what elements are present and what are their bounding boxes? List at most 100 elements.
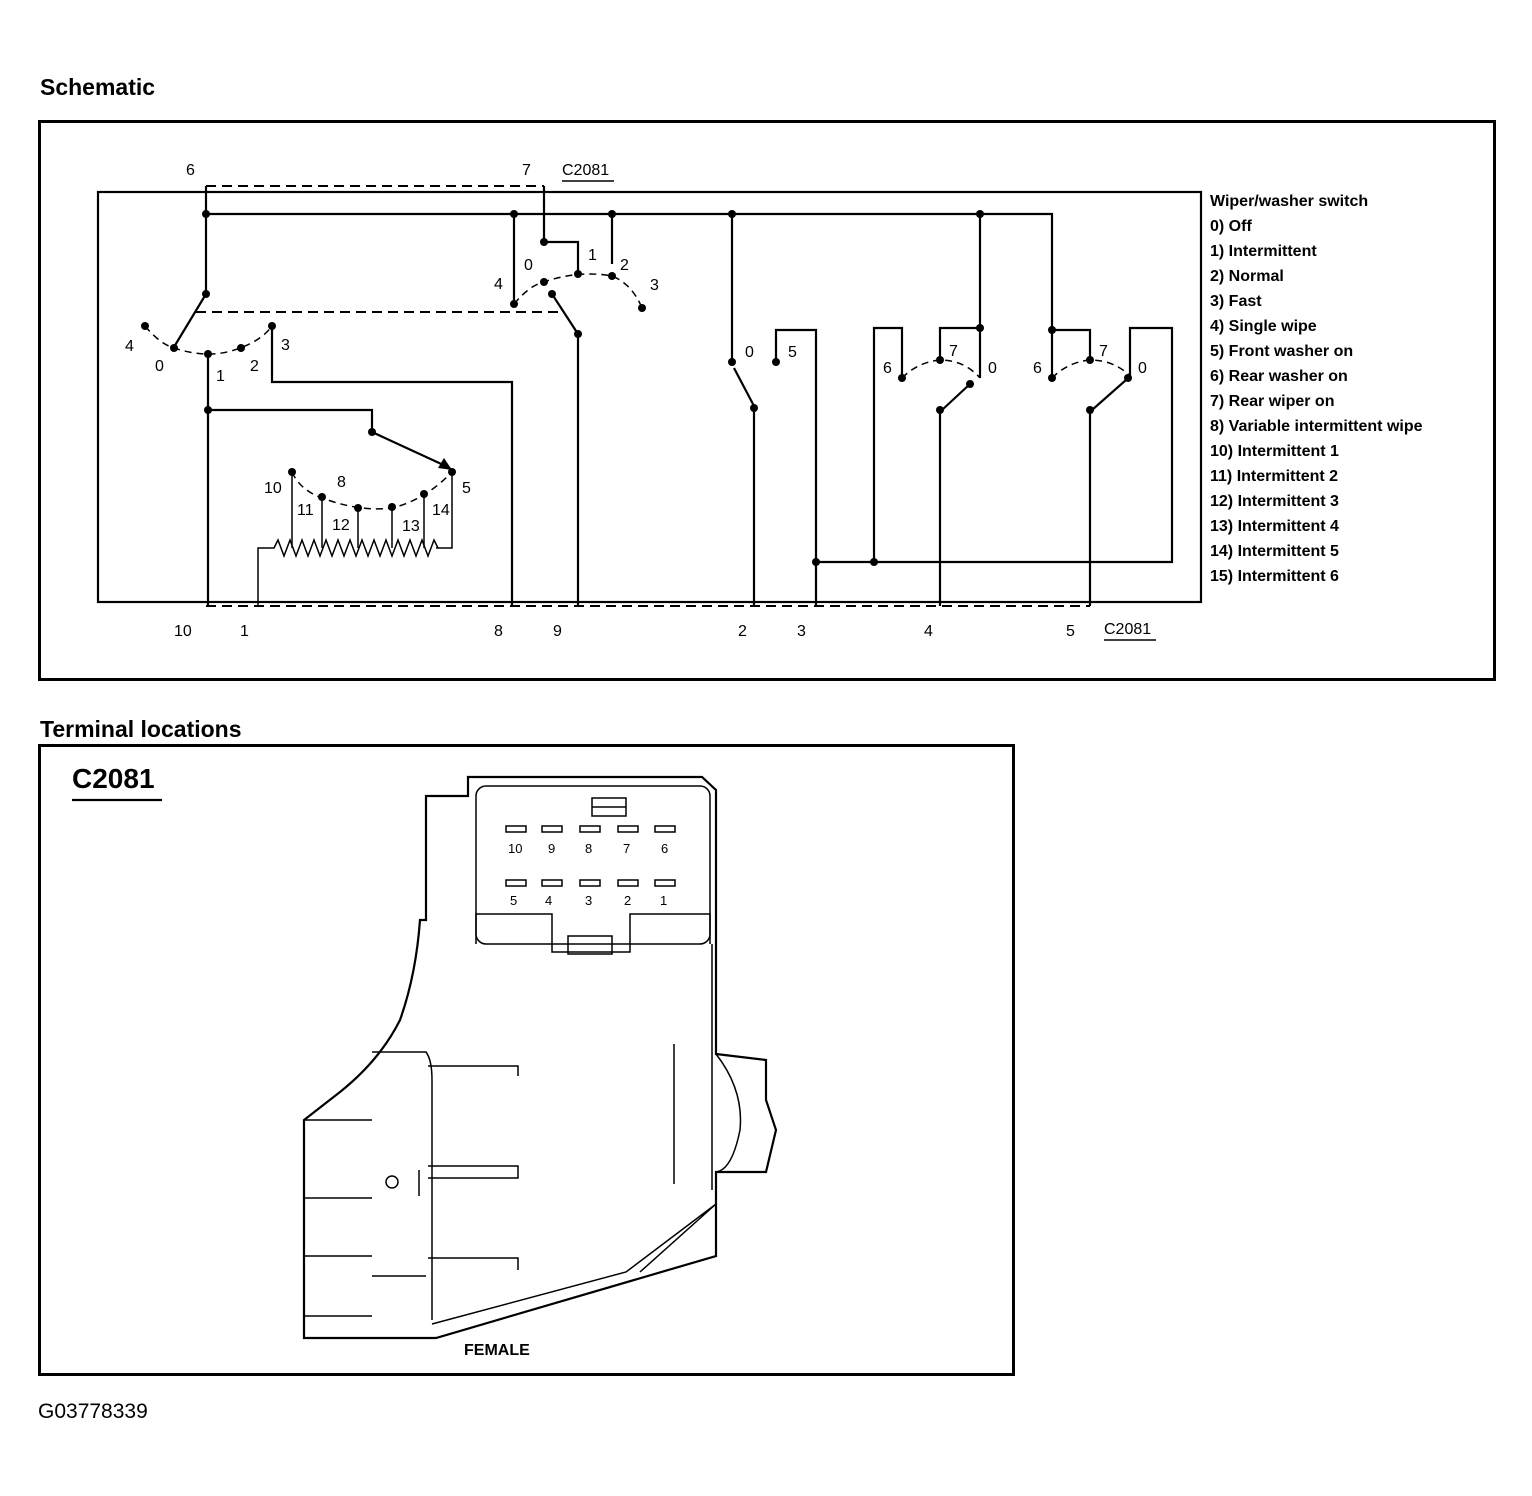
pin-slot xyxy=(579,825,601,833)
switch-body-outline xyxy=(96,190,1203,604)
legend-item: 10) Intermittent 1 xyxy=(1210,443,1339,460)
pin-number: 1 xyxy=(660,893,667,908)
rear-switch-b-link xyxy=(1052,328,1092,360)
legend-item: 7) Rear wiper on xyxy=(1210,393,1334,410)
legend: Wiper/washer switch 0) Off 1) Intermitte… xyxy=(1210,193,1423,585)
switch-position-label: 6 xyxy=(883,360,892,377)
pin-number: 6 xyxy=(661,841,668,856)
legend-item: 5) Front washer on xyxy=(1210,343,1353,360)
housing-detail xyxy=(431,1203,717,1325)
switch-position-label: 0 xyxy=(988,360,997,377)
tap xyxy=(436,472,453,549)
wiper-switch-blade xyxy=(173,293,207,348)
contact xyxy=(540,238,548,246)
legend-item: 2) Normal xyxy=(1210,268,1284,285)
pin-slot xyxy=(617,825,639,833)
connector-housing xyxy=(302,775,778,1340)
rear-common xyxy=(872,326,904,562)
contact xyxy=(237,344,245,352)
switch-position-label: 7 xyxy=(949,343,958,360)
contact xyxy=(728,358,736,366)
junction xyxy=(870,558,878,566)
interval-label: 13 xyxy=(402,518,420,535)
interval-arc xyxy=(291,471,453,510)
switch-position-label: 0 xyxy=(155,358,164,375)
contact xyxy=(141,322,149,330)
contact xyxy=(574,270,582,278)
switch-position-label: 5 xyxy=(788,344,797,361)
switch-position-label: 3 xyxy=(281,337,290,354)
legend-title: Wiper/washer switch xyxy=(1210,193,1368,210)
upper-switch-link xyxy=(544,240,580,274)
connector-face xyxy=(475,785,711,945)
contact xyxy=(510,300,518,308)
gender-label: FEMALE xyxy=(464,1342,530,1359)
switch-position-label: 0 xyxy=(524,257,533,274)
pin-slot xyxy=(541,825,563,833)
interval-label: 5 xyxy=(462,480,471,497)
schematic-heading: Schematic xyxy=(40,74,156,100)
pin-slot xyxy=(541,879,563,887)
junction xyxy=(812,558,820,566)
switch-position-label: 1 xyxy=(588,247,597,264)
washer-blade xyxy=(733,367,755,407)
legend-item: 1) Intermittent xyxy=(1210,243,1317,260)
legend-item: 11) Intermittent 2 xyxy=(1210,468,1338,485)
rear-switch-b-blade xyxy=(1091,379,1127,411)
connector-drawing: 10 9 8 7 6 5 4 3 2 1 xyxy=(302,775,778,1340)
rear-switch-a-link xyxy=(938,326,980,360)
contact xyxy=(1048,374,1056,382)
legend-item: 4) Single wipe xyxy=(1210,318,1317,335)
legend-item: 13) Intermittent 4 xyxy=(1210,518,1339,535)
rear-common xyxy=(816,326,1174,564)
pin-number: 7 xyxy=(623,841,630,856)
interval-label: 10 xyxy=(264,480,282,497)
pin3-wire xyxy=(774,328,818,606)
switch-position-label: 1 xyxy=(216,368,225,385)
pin-number: 3 xyxy=(585,893,592,908)
contact xyxy=(540,278,548,286)
switch-position-label: 0 xyxy=(745,344,754,361)
resistor-ladder xyxy=(257,537,439,606)
top-pin-label: 6 xyxy=(186,162,195,179)
switch-position-label: 7 xyxy=(1099,343,1108,360)
switch-position-label: 4 xyxy=(494,276,503,293)
interval-label: 11 xyxy=(297,502,314,519)
bottom-pin-label: 10 xyxy=(174,623,192,640)
legend-item: 15) Intermittent 6 xyxy=(1210,568,1339,585)
contact xyxy=(898,374,906,382)
connector-latch xyxy=(567,935,613,955)
pin-number: 10 xyxy=(508,841,522,856)
upper-switch-arc xyxy=(513,273,643,309)
connector-key xyxy=(475,913,711,953)
contact xyxy=(170,344,178,352)
rear-switch-a-blade xyxy=(941,383,971,411)
supply-bus xyxy=(204,186,1054,330)
junction xyxy=(204,406,212,414)
contact xyxy=(1086,356,1094,364)
pin-slot xyxy=(505,825,527,833)
top-pin-label: 7 xyxy=(522,162,531,179)
contact xyxy=(936,356,944,364)
legend-item: 8) Variable intermittent wipe xyxy=(1210,418,1423,435)
bottom-pin-label: 2 xyxy=(738,623,747,640)
switch-position-label: 3 xyxy=(650,277,659,294)
legend-item: 6) Rear washer on xyxy=(1210,368,1348,385)
pin-number: 8 xyxy=(585,841,592,856)
bottom-pin-label: 4 xyxy=(924,623,933,640)
bottom-pin-label: 8 xyxy=(494,623,503,640)
terminal-locations-frame xyxy=(38,744,1015,1376)
figure-id: G03778339 xyxy=(38,1400,148,1423)
switch-position-label: 2 xyxy=(620,257,629,274)
pin-slot xyxy=(579,879,601,887)
housing-hole xyxy=(385,1175,399,1189)
interval-label: 12 xyxy=(332,517,350,534)
pin-slot xyxy=(505,879,527,887)
pin-number: 4 xyxy=(545,893,552,908)
pin-slot xyxy=(654,825,676,833)
housing-detail xyxy=(715,1053,742,1173)
connector-label-bottom: C2081 xyxy=(1104,621,1151,638)
pin8-wire xyxy=(270,326,514,606)
switch-position-label: 2 xyxy=(250,358,259,375)
